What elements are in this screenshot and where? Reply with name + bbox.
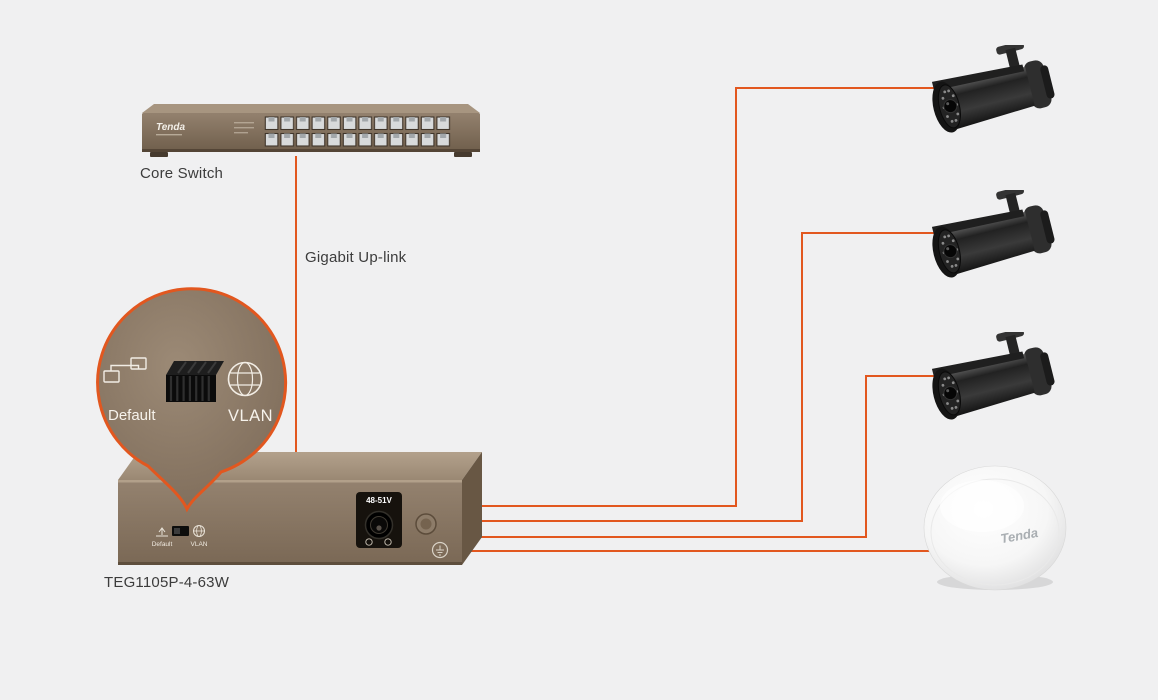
ground-screw: [431, 541, 449, 559]
power-pin: [376, 525, 382, 531]
poe-switch-side: [462, 452, 482, 565]
poe-switch-model-label: TEG1105P-4-63W: [104, 574, 230, 591]
dip-default-label: Default: [152, 541, 173, 548]
dip-switch: Default VLAN: [152, 525, 208, 548]
callout-dip-switch: [166, 361, 224, 402]
default-mode-icon: [156, 527, 168, 537]
callout-vlan-label: VLAN: [228, 407, 273, 425]
camera3-cable: [470, 375, 945, 538]
core-switch-label: Core Switch: [140, 165, 224, 182]
ap-brand-logo: Tenda: [999, 525, 1039, 546]
camera-icon: [925, 332, 1058, 422]
ceiling-ap: Tenda: [920, 462, 1070, 602]
ip-camera-2: [925, 190, 1075, 295]
dip-switch-callout: Default VLAN: [88, 283, 300, 520]
power-socket: 48-51V: [356, 492, 402, 548]
rack-ear-left: [150, 152, 168, 157]
callout-default-label: Default: [108, 407, 156, 424]
camera-icon: [925, 45, 1058, 135]
ip-camera-1: [925, 45, 1075, 150]
port-grid: [264, 115, 451, 148]
ip-camera-3: [925, 332, 1075, 437]
dip-vlan-label: VLAN: [191, 541, 208, 548]
core-switch-top: [142, 104, 480, 113]
camera1-cable: [470, 87, 945, 507]
camera-icon: [925, 190, 1058, 280]
default-topology-icon: [103, 357, 147, 383]
core-switch: Tenda: [138, 100, 484, 169]
uplink-label: Gigabit Up-link: [305, 249, 407, 266]
rack-ear-right: [454, 152, 472, 157]
power-label: 48-51V: [366, 496, 392, 505]
vlan-globe-icon-large: [227, 361, 263, 397]
camera2-cable: [470, 232, 945, 522]
core-switch-brand: Tenda: [156, 122, 186, 133]
ground-symbol-icon: [436, 545, 444, 556]
